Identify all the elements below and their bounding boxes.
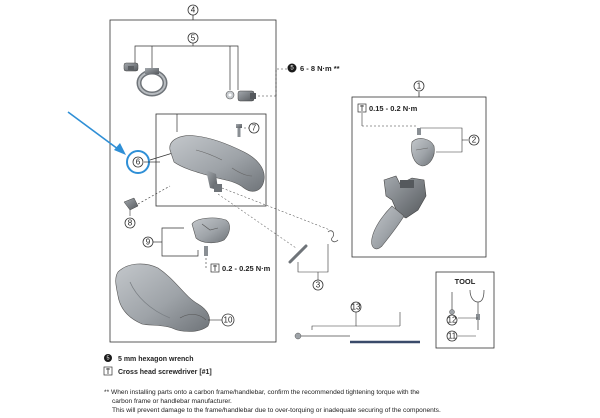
screwdriver-badge-middle xyxy=(210,263,220,273)
svg-text:2: 2 xyxy=(472,136,477,145)
screw-2 xyxy=(417,128,421,135)
hood-cover xyxy=(115,263,210,332)
callout-11: 11 xyxy=(446,330,458,342)
lever-body-box xyxy=(155,113,267,207)
assembly-1-frame xyxy=(351,96,487,258)
callout-12: 12 xyxy=(446,314,458,326)
svg-text:9: 9 xyxy=(146,238,151,247)
callout-6-highlight: 6 xyxy=(126,150,150,174)
svg-text:7: 7 xyxy=(252,124,257,133)
svg-text:5: 5 xyxy=(191,34,196,43)
svg-text:4: 4 xyxy=(191,6,196,15)
legend-hex-wrench: 5 5 mm hexagon wrench xyxy=(104,354,193,363)
part-8-clip xyxy=(123,197,139,216)
part-9-bracket xyxy=(191,217,230,256)
svg-text:5 mm hexagon wrench: 5 mm hexagon wrench xyxy=(118,356,193,363)
clamp-washer xyxy=(225,90,235,100)
note-line-3: This will prevent damage to the frame/ha… xyxy=(112,407,441,414)
svg-text:12: 12 xyxy=(448,316,457,325)
callout-9: 9 xyxy=(142,236,154,248)
callout-10: 10 xyxy=(221,313,235,327)
tool-12-wire xyxy=(449,292,455,315)
svg-text:5: 5 xyxy=(290,66,294,72)
callout-1: 1 xyxy=(413,80,425,92)
lever-body xyxy=(169,135,265,192)
callout-8: 8 xyxy=(124,217,136,229)
clamp-nut xyxy=(237,90,256,102)
shift-lever-1 xyxy=(371,175,427,250)
note-line-1: ** When installing parts onto a carbon f… xyxy=(104,389,420,396)
svg-text:8: 8 xyxy=(128,219,133,228)
note-line-2: carbon frame or handlebar manufacturer. xyxy=(112,398,232,405)
torque-spec-right: 0.15 - 0.2 N·m xyxy=(369,104,418,113)
tool-11-fork xyxy=(469,289,485,330)
blue-pointer-arrow xyxy=(67,111,126,155)
svg-text:11: 11 xyxy=(448,332,457,341)
screwdriver-badge-right xyxy=(357,103,367,113)
cable-13 xyxy=(294,332,420,344)
svg-text:1: 1 xyxy=(417,82,422,91)
svg-text:3: 3 xyxy=(316,281,321,290)
svg-text:13: 13 xyxy=(352,303,361,312)
screw-7 xyxy=(236,124,242,137)
svg-text:5: 5 xyxy=(106,356,109,362)
callout-7: 7 xyxy=(248,122,260,134)
callout-3: 3 xyxy=(312,279,324,291)
clamp-bolt xyxy=(123,62,139,72)
part-2-cap xyxy=(411,138,435,167)
legend-screwdriver: Cross head screwdriver [#1] xyxy=(103,366,212,376)
callout-5: 5 xyxy=(187,32,199,44)
torque-spec-top: 6 - 8 N·m ** xyxy=(300,64,340,73)
callout-13: 13 xyxy=(350,301,362,313)
handlebar-clamp-band xyxy=(136,68,168,97)
torque-spec-middle: 0.2 - 0.25 N·m xyxy=(222,264,271,273)
callout-4: 4 xyxy=(187,4,199,16)
svg-text:10: 10 xyxy=(224,316,233,325)
spring-3 xyxy=(327,230,339,243)
tool-box xyxy=(435,271,495,349)
callout-2: 2 xyxy=(468,134,480,146)
pin-3 xyxy=(288,244,308,264)
svg-text:Cross head screwdriver [#1]: Cross head screwdriver [#1] xyxy=(118,369,212,376)
tool-box-title: TOOL xyxy=(455,277,476,286)
hex-tool-badge-top: 5 xyxy=(287,63,297,73)
svg-text:6: 6 xyxy=(136,158,141,167)
